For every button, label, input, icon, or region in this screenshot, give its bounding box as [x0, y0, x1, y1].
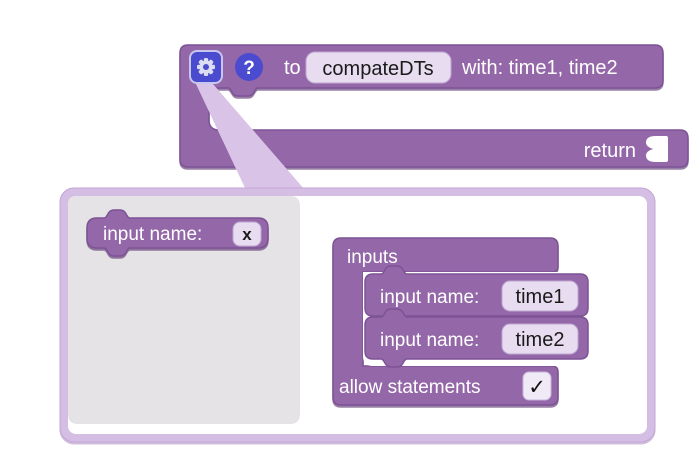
define-params-label: with: time1, time2 [461, 57, 618, 79]
flyout-input-name-block[interactable]: input name: x [86, 209, 269, 257]
help-button[interactable]: ? [235, 53, 263, 81]
help-circle [235, 53, 263, 81]
time1-row-label: input name: [380, 287, 479, 308]
procedure-name-value[interactable]: compateDTs [322, 58, 433, 80]
time2-row-label: input name: [380, 330, 479, 351]
mutator-gear-button[interactable] [189, 50, 223, 84]
flyout-input-name-field[interactable] [232, 221, 262, 247]
flyout-input-name-label: input name: [103, 224, 202, 245]
flyout-input-name-body[interactable] [86, 209, 269, 257]
mutator-bubble-wedge [196, 84, 305, 190]
return-label: return [584, 140, 636, 162]
time2-name-field[interactable] [501, 323, 579, 355]
allow-statements-label: allow statements [339, 377, 481, 398]
time1-name-value[interactable]: time1 [516, 286, 565, 308]
flyout-input-name-value[interactable]: x [242, 225, 252, 244]
question-mark-icon: ? [243, 58, 255, 79]
procedure-define-block[interactable]: ? to compateDTs with: time1, time2 retur… [179, 44, 689, 168]
return-value-socket[interactable] [646, 136, 668, 162]
checkmark-icon[interactable]: ✓ [528, 376, 546, 399]
allow-statements-checkbox[interactable] [522, 371, 552, 401]
gear-icon [197, 58, 215, 76]
time2-name-value[interactable]: time2 [516, 329, 565, 351]
define-prefix-label: to [284, 57, 301, 79]
inputs-container-block[interactable]: inputs input name: time1 input name: tim… [332, 237, 589, 406]
procedure-name-field[interactable] [305, 51, 452, 84]
input-name-time2-block[interactable]: input name: time2 [364, 308, 589, 368]
time1-name-field[interactable] [501, 280, 579, 312]
mutator-bubble: input name: x inputs input name: time1 i… [59, 187, 656, 443]
inputs-title-label: inputs [347, 247, 398, 268]
